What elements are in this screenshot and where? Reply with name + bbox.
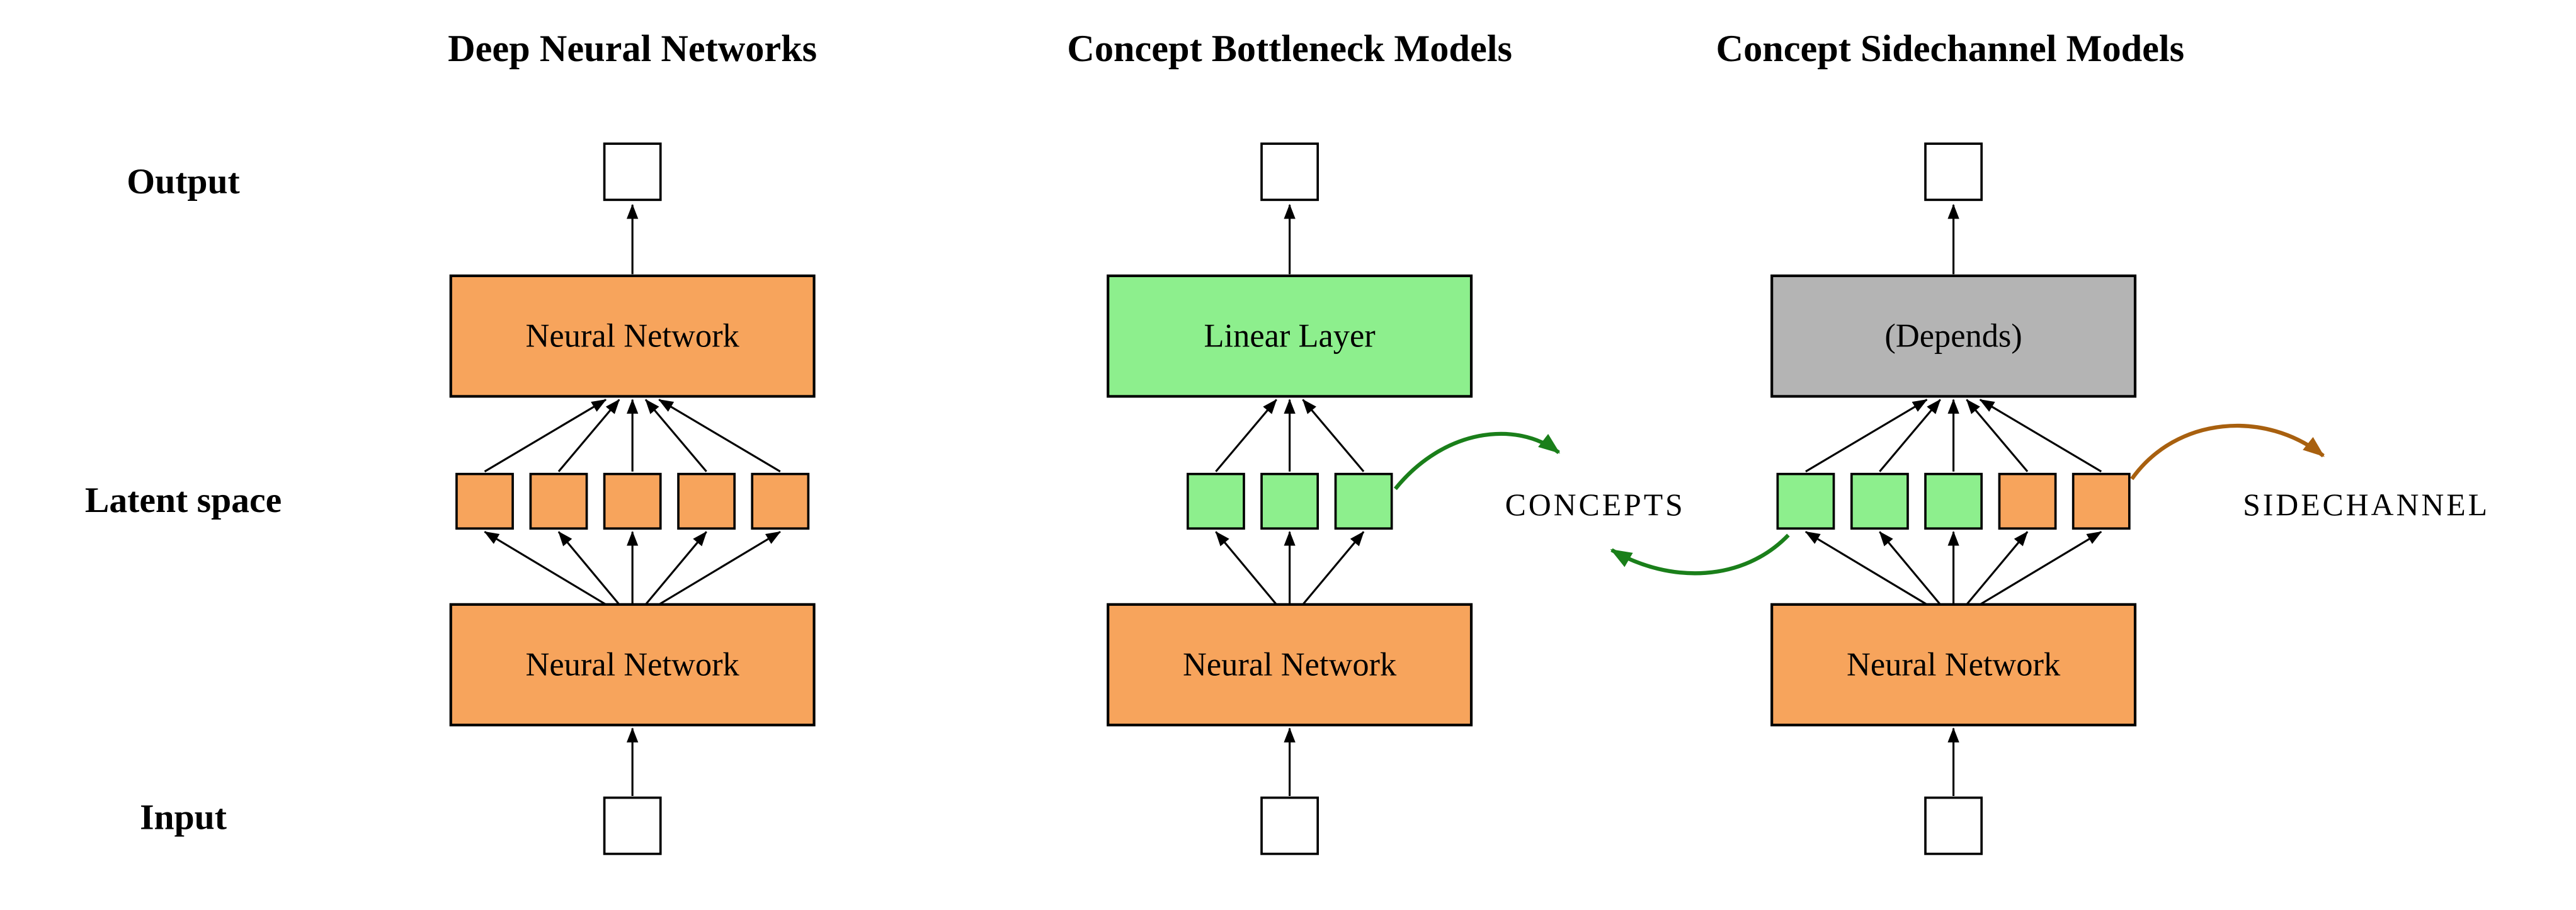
row-label-input: Input — [140, 797, 227, 837]
fan-arrows-bottombox-to-latent — [1215, 531, 1365, 605]
bottom-box — [1770, 603, 2137, 727]
output-node — [1924, 142, 1983, 202]
arrow-cbm-latent-to-concepts — [1393, 431, 1561, 491]
arrow-csm-latent-to-sidechannel — [2130, 423, 2325, 481]
input-node — [1260, 796, 1319, 855]
latent-square-concept — [1850, 472, 1909, 530]
latent-square-concept — [1924, 472, 1983, 530]
row-label-output: Output — [127, 162, 239, 202]
concepts-label: CONCEPTS — [1505, 487, 1685, 522]
input-node — [1924, 796, 1983, 855]
row-label-latent-space: Latent space — [85, 481, 282, 520]
top-box-label: Linear Layer — [1204, 318, 1376, 355]
column-deep-neural-networks: Deep Neural Networks Neural Network — [448, 28, 817, 855]
top-box-label: Neural Network — [526, 318, 740, 355]
annotation-sidechannel: SIDECHANNEL — [2130, 423, 2490, 522]
top-box-label: (Depends) — [1884, 318, 2022, 355]
column-title: Deep Neural Networks — [448, 28, 817, 70]
output-node — [1260, 142, 1319, 202]
column-title: Concept Sidechannel Models — [1716, 28, 2185, 70]
fan-arrows-latent-to-topbox — [1215, 399, 1365, 472]
bottom-box-label: Neural Network — [1847, 647, 2061, 683]
latent-square — [603, 472, 662, 530]
fan-arrows-bottombox-to-latent — [484, 531, 781, 606]
latent-square — [529, 472, 588, 530]
fan-arrows-latent-to-topbox — [1805, 399, 2102, 473]
latent-square — [455, 472, 514, 530]
top-box — [1770, 274, 2137, 398]
top-box — [449, 274, 816, 398]
latent-square-sidechannel — [2072, 472, 2131, 530]
latent-squares — [1776, 472, 2131, 530]
fan-arrows-latent-to-topbox — [484, 399, 781, 473]
column-concept-sidechannel-models: Concept Sidechannel Models (Depends) — [1716, 28, 2185, 855]
latent-square-sidechannel — [1998, 472, 2057, 530]
latent-square-concept — [1776, 472, 1835, 530]
column-concept-bottleneck-models: Concept Bottleneck Models Linear Layer N… — [1067, 28, 1512, 855]
bottom-box-label: Neural Network — [1183, 647, 1397, 683]
latent-square — [677, 472, 736, 530]
sidechannel-label: SIDECHANNEL — [2243, 487, 2490, 522]
latent-square — [751, 472, 810, 530]
latent-square-concept — [1187, 472, 1245, 530]
latent-squares — [455, 472, 810, 530]
annotation-concepts: CONCEPTS — [1393, 431, 1790, 576]
latent-squares — [1187, 472, 1393, 530]
bottom-box-label: Neural Network — [526, 647, 740, 683]
bottom-box — [449, 603, 816, 727]
input-node — [603, 796, 662, 855]
output-node — [603, 142, 662, 202]
latent-square-concept — [1334, 472, 1393, 530]
latent-square-concept — [1260, 472, 1319, 530]
fan-arrows-bottombox-to-latent — [1804, 531, 2102, 606]
arrow-csm-latent-to-concepts — [1610, 533, 1790, 576]
column-title: Concept Bottleneck Models — [1067, 28, 1512, 70]
top-box — [1107, 274, 1473, 398]
bottom-box — [1107, 603, 1473, 727]
